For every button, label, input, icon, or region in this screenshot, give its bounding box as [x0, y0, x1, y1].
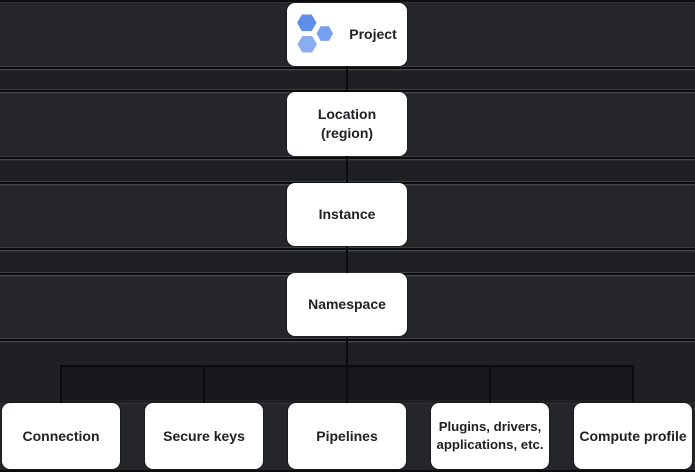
- node-plugins: Plugins, drivers, applications, etc.: [431, 403, 549, 469]
- connector-namespace-branch: [346, 338, 348, 367]
- connector-branch-horizontal: [60, 365, 634, 367]
- separator-line: [0, 0, 695, 2]
- project-hexagons-icon: [297, 14, 334, 53]
- node-secure-keys-label: Secure keys: [163, 427, 245, 444]
- node-compute-profile: Compute profile: [574, 403, 692, 469]
- node-pipelines: Pipelines: [288, 403, 406, 469]
- node-project-label: Project: [349, 26, 397, 43]
- node-namespace: Namespace: [287, 273, 407, 336]
- connector-branch-secure-keys: [203, 367, 205, 403]
- node-connection-label: Connection: [22, 427, 100, 444]
- connector-branch-compute-profile: [632, 367, 634, 403]
- node-connection: Connection: [2, 403, 120, 469]
- connector-branch-plugins: [489, 367, 491, 403]
- connector-branch-pipelines: [346, 367, 348, 403]
- node-location: Location (region): [287, 92, 407, 156]
- node-location-label: Location (region): [317, 106, 377, 141]
- node-pipelines-label: Pipelines: [316, 427, 378, 444]
- node-project: Project: [287, 3, 407, 66]
- connector-project-location: [346, 66, 348, 93]
- node-namespace-label: Namespace: [308, 296, 386, 313]
- connector-branch-connection: [60, 367, 62, 403]
- node-plugins-label: Plugins, drivers, applications, etc.: [436, 418, 544, 452]
- separator-line: [0, 470, 695, 472]
- node-instance: Instance: [287, 183, 407, 246]
- node-secure-keys: Secure keys: [145, 403, 263, 469]
- node-compute-profile-label: Compute profile: [579, 427, 687, 444]
- node-instance-label: Instance: [318, 206, 376, 223]
- connector-location-instance: [346, 156, 348, 185]
- connector-instance-namespace: [346, 247, 348, 276]
